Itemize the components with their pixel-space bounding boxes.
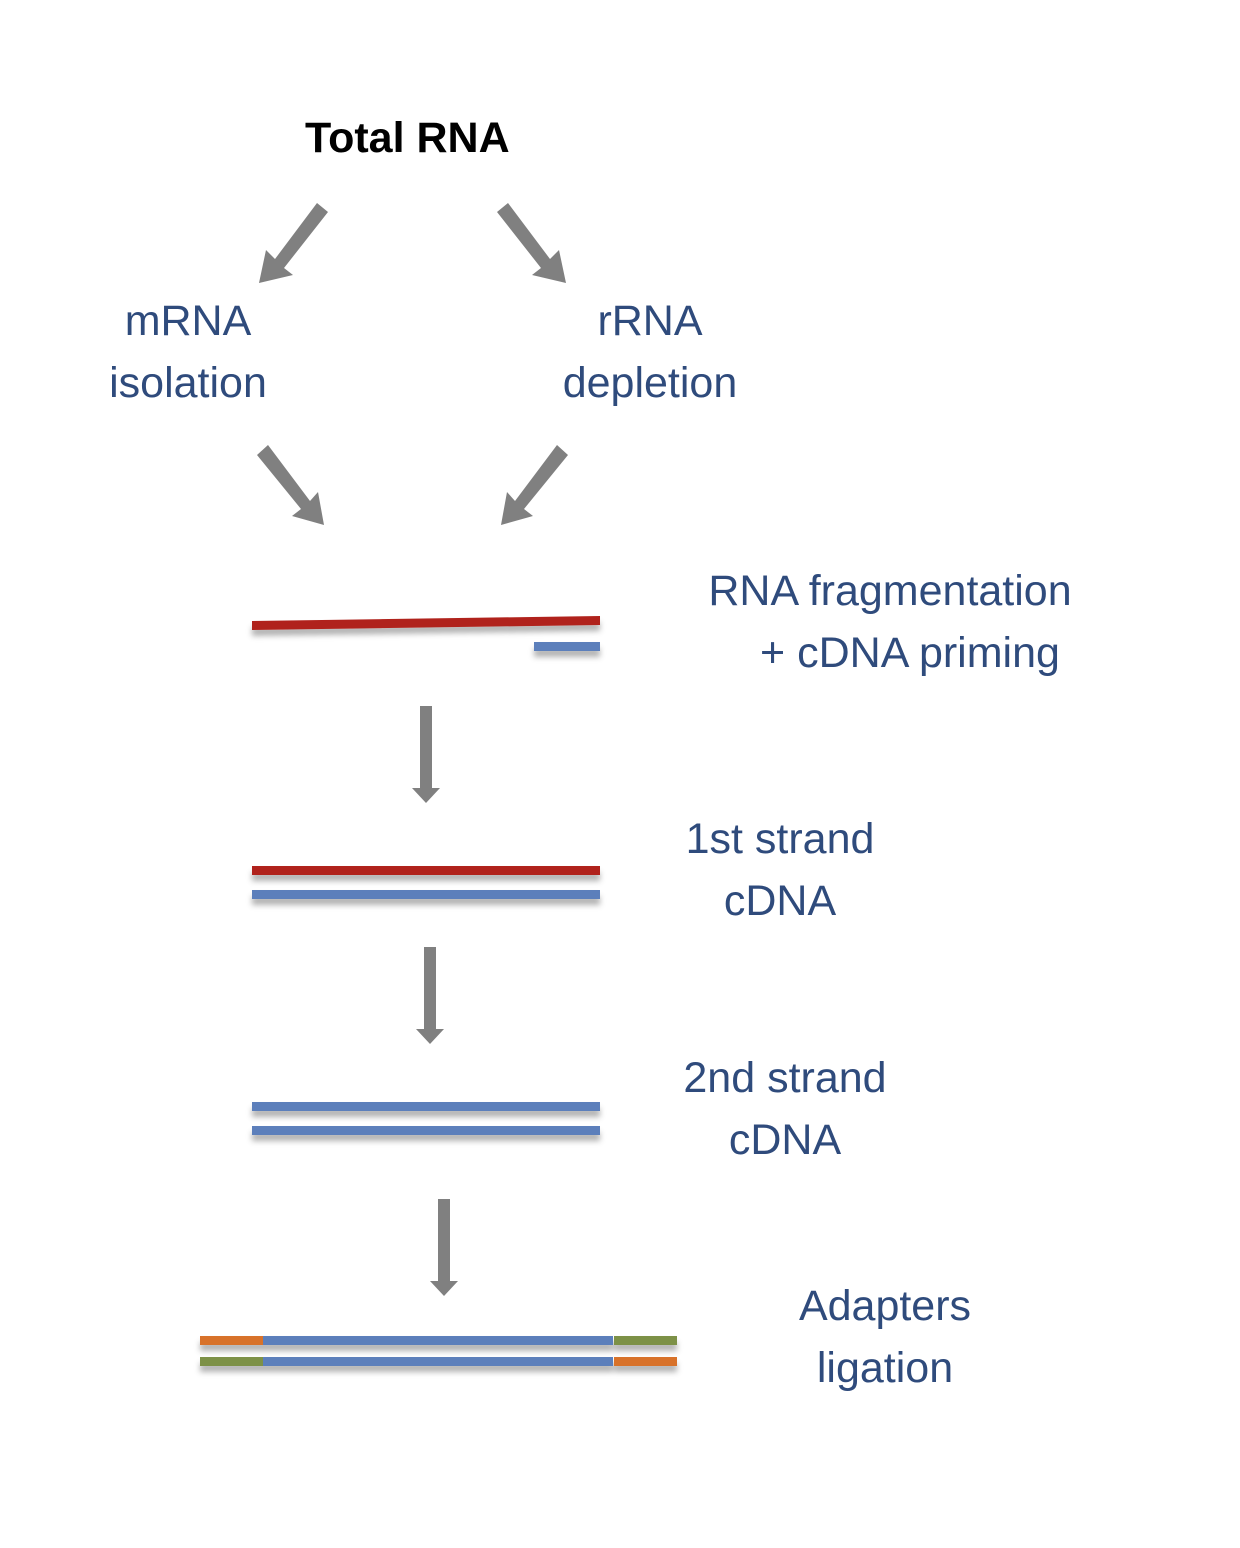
rna-strand: [252, 866, 600, 875]
adapters-label: Adapters ligation: [780, 1275, 990, 1399]
rrna-label-line2: depletion: [562, 359, 738, 407]
insert-top: [263, 1336, 613, 1345]
arrow-down-1-icon: [412, 706, 440, 803]
adapter-top-left: [200, 1336, 263, 1345]
second-strand-line1: 2nd strand: [683, 1054, 887, 1102]
second-cdna-strand: [252, 1126, 600, 1135]
arrow-from-rrna-icon: [501, 445, 568, 525]
diagram-title: Total RNA: [305, 114, 510, 162]
first-strand-line2: cDNA: [723, 877, 837, 925]
rrna-label-line1: rRNA: [597, 297, 703, 345]
arrow-down-3-icon: [430, 1199, 458, 1296]
first-strand-line1: 1st strand: [685, 815, 875, 863]
first-cdna-strand: [252, 890, 600, 899]
adapter-top-right: [614, 1336, 677, 1345]
fragmentation-line2: + cDNA priming: [760, 629, 1060, 677]
arrow-to-mrna-icon: [259, 203, 328, 283]
adapters-line1: Adapters: [798, 1282, 972, 1330]
adapter-bottom-right: [614, 1357, 677, 1366]
second-strand-line2: cDNA: [728, 1116, 842, 1164]
cdna-primer: [534, 642, 600, 651]
fragmentation-label: RNA fragmentation + cDNA priming: [680, 560, 1100, 684]
second-strand-label: 2nd strand cDNA: [670, 1047, 900, 1171]
arrow-from-mrna-icon: [257, 445, 324, 525]
first-strand-label: 1st strand cDNA: [670, 808, 890, 932]
mrna-isolation-label: mRNA isolation: [88, 290, 288, 414]
arrow-to-rrna-icon: [497, 203, 566, 283]
first-cdna-strand-2: [252, 1102, 600, 1111]
fragmentation-line1: RNA fragmentation: [708, 567, 1072, 615]
arrow-down-2-icon: [416, 947, 444, 1044]
adapters-line2: ligation: [816, 1344, 954, 1392]
mrna-label-line1: mRNA: [124, 297, 252, 345]
mrna-label-line2: isolation: [109, 359, 267, 407]
adapter-bottom-left: [200, 1357, 263, 1366]
rna-fragment-strand: [252, 616, 600, 630]
rrna-depletion-label: rRNA depletion: [545, 290, 755, 414]
insert-bottom: [263, 1357, 613, 1366]
